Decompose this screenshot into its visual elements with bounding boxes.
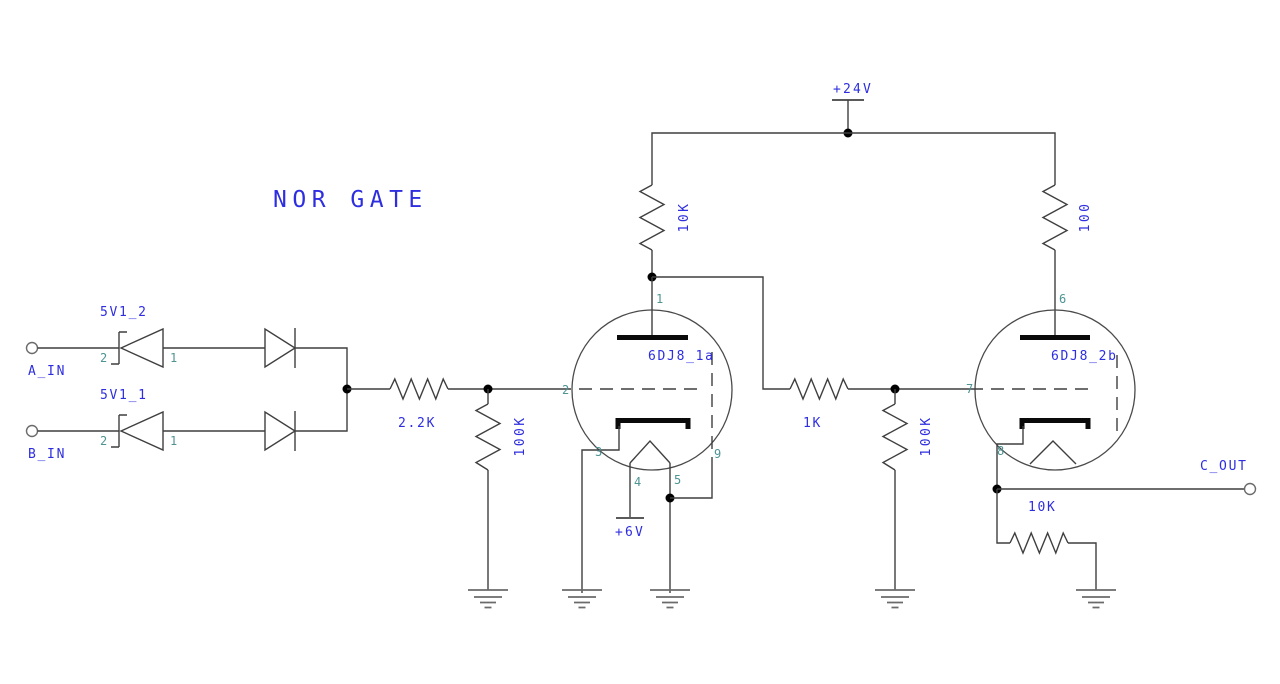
resistor-1k-label: 1K (803, 416, 822, 431)
ground-symbol (562, 589, 602, 609)
wire (652, 276, 790, 390)
wire (996, 489, 1010, 544)
zener-a-ref: 5V1_2 (100, 305, 148, 320)
ground-symbol (468, 589, 508, 609)
tube-v2-grid-pin: 7 (966, 382, 973, 396)
zener-cathode-bar (111, 331, 127, 365)
diode-symbol (264, 327, 297, 369)
resistor-100k-1-label: 100K (513, 416, 528, 457)
cathode-lead (996, 426, 1024, 489)
input-b-label: B_IN (28, 447, 66, 462)
input-b-branch: 5V1_1 2 1 B_IN (25, 388, 348, 462)
resistor-10k-label: 10K (677, 202, 692, 233)
wire (651, 132, 1056, 185)
plate-supply-rail: +24V (651, 82, 1056, 185)
cathode-lead (581, 426, 620, 593)
tube-v1-cathode-pin: 3 (595, 445, 602, 459)
input-network: 2.2K 100K (342, 377, 558, 590)
shield-lead (670, 462, 713, 499)
zener-anode-triangle (119, 410, 164, 452)
tube-v1-ref: 6DJ8_1a (648, 349, 715, 364)
resistor-symbol (1041, 184, 1069, 251)
tube-v1-shield-pin: 9 (714, 447, 721, 461)
output-network: C_OUT 10K (992, 459, 1257, 590)
wire (295, 389, 348, 432)
wire (1068, 542, 1097, 590)
output-terminal (1243, 482, 1257, 496)
input-b-terminal (25, 424, 39, 438)
ground-symbol (650, 589, 690, 609)
heater-symbol (629, 439, 671, 464)
diode-symbol (264, 410, 297, 452)
ground-bars (875, 589, 915, 609)
zener-a-anode-pin: 1 (170, 351, 177, 365)
cathode-electrode (1019, 418, 1091, 429)
diode-anode-triangle (264, 327, 297, 369)
diode-anode-triangle (264, 410, 297, 452)
triode-symbol-v2: 6DJ8_2b 6 7 8 (966, 292, 1136, 489)
input-a-terminal (25, 341, 39, 355)
triode-symbol-v1: 6DJ8_1a 1 2 3 4 5 9 (558, 277, 733, 593)
heater-supply: +6V (615, 517, 645, 540)
resistor-symbol (389, 377, 449, 401)
schematic-title: NOR GATE (273, 187, 428, 213)
wire (295, 347, 348, 389)
ground-bars (468, 589, 508, 609)
resistor-symbol (1009, 531, 1069, 555)
resistor-100k-2-label: 100K (919, 416, 934, 457)
tube-v2-plate-pin: 6 (1059, 292, 1066, 306)
resistor-symbol (474, 403, 502, 471)
resistor-symbol (638, 184, 666, 251)
tube-v1-grid-pin: 2 (562, 383, 569, 397)
tube-v1-heater-pin-b: 5 (674, 473, 681, 487)
heater-supply-label: +6V (615, 525, 645, 540)
resistor-100-label: 100 (1078, 202, 1093, 233)
ground-bars (1076, 589, 1116, 609)
zener-anode-triangle (119, 327, 164, 369)
plate1-load: 10K (638, 184, 692, 282)
ground-bars (562, 589, 602, 609)
zener-a-cathode-pin: 2 (100, 351, 107, 365)
zener-diode-symbol (111, 410, 164, 452)
zener-cathode-bar (111, 414, 127, 448)
tube-v2-cathode-pin: 8 (997, 444, 1004, 458)
resistor-symbol (789, 377, 849, 401)
zener-diode-symbol (111, 327, 164, 369)
tube-envelope (974, 309, 1136, 471)
ground-symbol (875, 589, 915, 609)
plate-supply-label: +24V (833, 82, 873, 97)
zener-b-cathode-pin: 2 (100, 434, 107, 448)
ground-symbol (1076, 589, 1116, 609)
output-label: C_OUT (1200, 459, 1248, 474)
interstage-network: 1K 100K (652, 276, 970, 590)
zener-b-anode-pin: 1 (170, 434, 177, 448)
tube-v1-heater-pin-a: 4 (634, 475, 641, 489)
plate2-load: 100 (1041, 184, 1093, 335)
input-a-branch: 5V1_2 2 1 A_IN (25, 305, 348, 389)
resistor-10k-out-label: 10K (1028, 500, 1057, 515)
cathode-electrode (615, 418, 691, 429)
resistor-symbol (881, 403, 909, 471)
heater-symbol (1029, 440, 1077, 465)
tube-v1-plate-pin: 1 (656, 292, 663, 306)
resistor-2k2-label: 2.2K (398, 416, 436, 431)
ground-bars (650, 589, 690, 609)
tube-v2-ref: 6DJ8_2b (1051, 349, 1118, 364)
input-a-label: A_IN (28, 364, 66, 379)
zener-b-ref: 5V1_1 (100, 388, 148, 403)
